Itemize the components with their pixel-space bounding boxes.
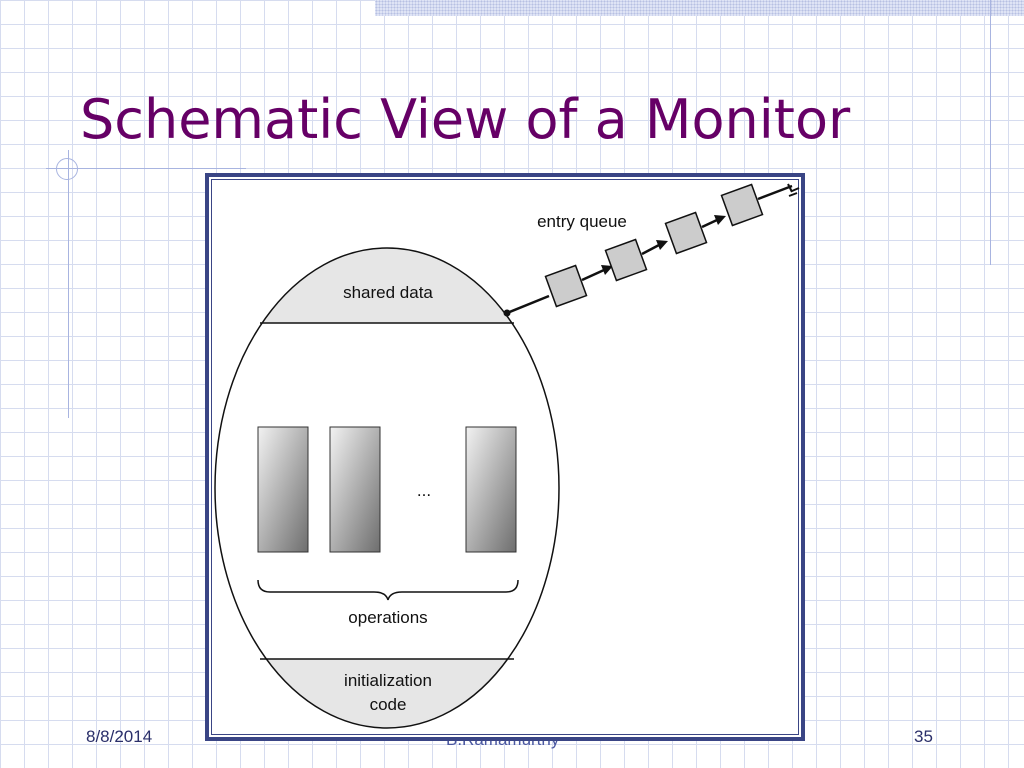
- circle-ornament: [56, 158, 78, 180]
- operation-block-3: [465, 426, 517, 553]
- queue-arrow-1: [601, 265, 613, 275]
- shared-data-section: [215, 248, 559, 323]
- initialization-label-line1: initialization: [344, 671, 432, 690]
- queue-link-4: [757, 184, 793, 201]
- queue-arrow-2: [656, 240, 668, 250]
- footer-date: 8/8/2014: [86, 727, 153, 746]
- monitor-ellipse: [214, 247, 560, 729]
- shared-data-label: shared data: [343, 283, 433, 302]
- queue-link-1: [581, 268, 605, 282]
- left-decorative-rule: [68, 150, 69, 418]
- queue-link-2: [641, 243, 660, 256]
- operations-brace: [257, 579, 519, 601]
- title-underline-rule: [46, 168, 246, 169]
- operations-label: operations: [348, 608, 427, 627]
- queue-tail-ground-icon: [787, 183, 800, 197]
- operation-block-2: [329, 426, 381, 553]
- queue-link-0: [506, 294, 550, 315]
- queue-box-3: [664, 211, 708, 255]
- queue-link-3: [701, 218, 718, 229]
- operation-block-1: [257, 426, 309, 553]
- right-decorative-rule: [990, 0, 991, 265]
- queue-box-4: [720, 183, 764, 227]
- footer-page-number: 35: [914, 727, 933, 746]
- slide-title: Schematic View of a Monitor: [80, 88, 851, 151]
- top-decorative-bar: [375, 0, 1024, 16]
- entry-queue-label: entry queue: [537, 212, 627, 231]
- queue-box-2: [604, 238, 648, 282]
- queue-box-1: [544, 264, 588, 308]
- initialization-label-line2: code: [370, 695, 407, 714]
- operations-ellipsis: ...: [417, 481, 431, 500]
- queue-arrow-3: [714, 215, 726, 225]
